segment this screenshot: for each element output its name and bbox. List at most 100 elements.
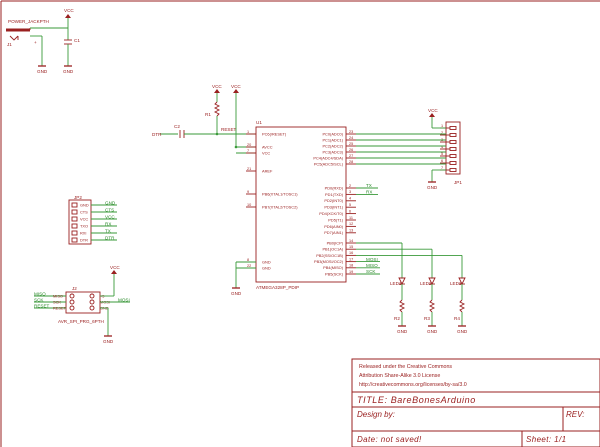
jp1-body: [445, 121, 461, 175]
mcu-pin-name: PB1(OC1A): [322, 247, 343, 252]
mcu-pin-name: PB0(ICP): [327, 240, 344, 245]
wires-adc-to-jp1: [356, 133, 446, 165]
isp-body: [65, 291, 101, 314]
svg-text:R1: R1: [205, 112, 211, 117]
resistor-r1[interactable]: R1: [205, 101, 221, 117]
jp2-pin-socket: [71, 216, 78, 222]
jp1-pin-socket: [449, 161, 457, 165]
jp2-pin-socket: [71, 209, 78, 215]
svg-text:VCC: VCC: [110, 265, 120, 270]
mcu-pin-number: 3: [349, 190, 351, 194]
jp1-pin-number: 6: [441, 159, 443, 163]
power-jack[interactable]: POWER_JACKPTH J1 +: [6, 19, 49, 47]
svg-text:VCC: VCC: [231, 84, 241, 89]
mcu-pin-number: 10: [247, 203, 251, 207]
mcu-pin-number: 13: [349, 229, 353, 233]
svg-text:GND: GND: [103, 339, 114, 344]
jp2-net-label: CTS: [105, 207, 114, 212]
mcu-pin-name: PC0(ADC0): [322, 131, 343, 136]
mcu-pin-number: 5: [349, 203, 351, 207]
mcu-pin-number: 8: [247, 258, 249, 262]
jp2-pin-socket: [71, 230, 78, 236]
mcu-pin-name: AREF: [262, 168, 273, 173]
jp1-pin-socket: [449, 147, 457, 151]
license-line-1: Released under the Creative Commons: [359, 364, 452, 370]
power-jack-pin-label: +: [34, 40, 37, 45]
jp2-pin-name: GND: [80, 202, 89, 207]
jp1-ref: JP1: [454, 180, 462, 185]
gnd-symbol-2: GND: [63, 65, 74, 74]
jp1-pin-number: 1: [441, 124, 443, 128]
jp1-pin-number: 5: [441, 152, 443, 156]
isp-ref: J2: [72, 286, 77, 291]
sheet-field: Sheet: 1/1: [526, 435, 566, 444]
isp-part-name: AVR_SPI_PRG_6PTH: [58, 319, 104, 324]
title-block: Released under the Creative Commons Attr…: [351, 358, 600, 447]
vcc-symbol-3: VCC: [231, 84, 241, 93]
jp1-pin-number: 7: [441, 166, 443, 170]
mcu-pin-name: AVCC: [262, 144, 273, 149]
jp2-pin-name: RXI: [80, 230, 87, 235]
mcu-pin-number: 9: [247, 190, 249, 194]
jp1-pin-socket: [449, 140, 457, 144]
led-ref: LED3: [450, 281, 462, 286]
led-diode-symbol: [458, 277, 466, 286]
mcu-pin-name: PC3(ADC3): [322, 149, 343, 154]
isp-left-pin-name: MISO: [53, 293, 63, 298]
mcu-pin-name: PB4(MISO): [323, 265, 344, 270]
isp-pin-pad: [69, 299, 75, 305]
mcu-pin-number: 6: [349, 209, 351, 213]
mcu-pin-number: 25: [349, 142, 353, 146]
license-line-2: Attribution Share-Alike 3.0 License: [359, 373, 440, 379]
led-resistor-ref: R3: [424, 316, 430, 321]
capacitor-c2[interactable]: C2: [174, 124, 185, 138]
jp2-pin-socket: [71, 223, 78, 229]
mcu-body: [255, 126, 347, 283]
mcu-pin-number: 20: [247, 143, 251, 147]
mcu-pin-number: 23: [349, 130, 353, 134]
net-label: MOSI: [366, 257, 378, 262]
design-by-field: Design by:: [357, 410, 395, 419]
isp-left-pin-name: SCK: [53, 299, 61, 304]
mcu-pin-number: 15: [349, 245, 353, 249]
jp2-net-label: TX: [105, 228, 111, 233]
power-jack-label: POWER_JACKPTH: [8, 19, 49, 24]
svg-text:C1: C1: [74, 38, 80, 43]
mcu-pin-number: 1: [247, 130, 249, 134]
jp2-ref: JP2: [74, 195, 82, 200]
jp1-pin-socket: [449, 126, 457, 130]
vcc-symbol-isp: VCC: [110, 265, 120, 274]
capacitor-c1[interactable]: C1: [64, 38, 80, 48]
led-diode-symbol: [398, 277, 406, 286]
mcu-pin-name: VCC: [262, 150, 270, 155]
mcu-pin-number: 4: [349, 197, 351, 201]
svg-text:VCC: VCC: [212, 84, 222, 89]
isp-pin-pad: [89, 305, 95, 311]
led-resistor-ref: R4: [454, 316, 460, 321]
mcu-pin-number: 21: [247, 167, 251, 171]
power-jack-ref: J1: [7, 42, 12, 47]
mcu-pin-name: PD1(TXD): [325, 192, 344, 197]
mcu-pin-number: 24: [349, 136, 353, 140]
isp-pin-pad: [69, 305, 75, 311]
title-block-frame: [351, 358, 600, 447]
mcu-pin-name: PB7(XTAL2/TOSC2): [262, 204, 298, 209]
net-label: SCK: [366, 269, 376, 274]
mcu-pin-name: PD5(T1): [328, 217, 343, 222]
jp2-net-label: DTR: [105, 235, 115, 240]
mcu-pin-name: PB6(XTAL1/TOSC1): [262, 191, 298, 196]
jp2-pin-socket: [71, 202, 78, 208]
net-label: TX: [366, 183, 372, 188]
led-gnd-label: GND: [427, 329, 438, 334]
isp-left-net: MISO: [34, 291, 46, 296]
led-resistor: [398, 299, 406, 313]
mcu-pin-name: PC1(ADC1): [322, 137, 343, 142]
